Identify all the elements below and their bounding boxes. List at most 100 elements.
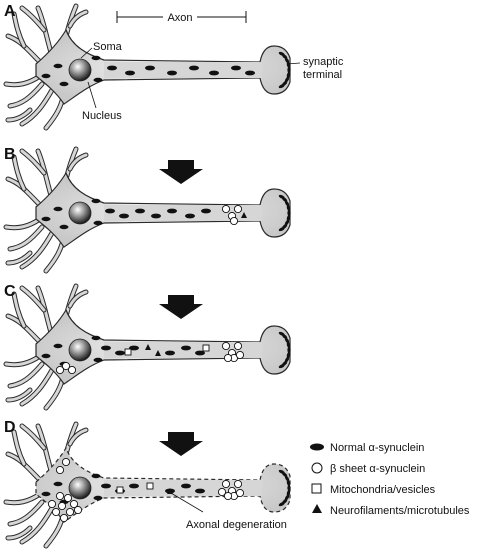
dendrite-core	[68, 428, 88, 446]
synaptic-label-line1: synaptic	[303, 56, 344, 68]
normal-synuclein-oval	[167, 208, 177, 214]
normal-synuclein-oval	[167, 70, 177, 76]
normal-synuclein-oval	[101, 345, 111, 351]
beta-sheet-circle	[235, 350, 245, 360]
beta-sheet-circle	[221, 204, 231, 214]
beta-sheet-circle	[55, 465, 65, 475]
beta-sheet-circle	[233, 479, 243, 489]
dendrite-core	[4, 354, 42, 367]
normal-synuclein-oval	[41, 353, 51, 359]
beta-sheet-circle	[235, 488, 245, 498]
soma-leader-line	[80, 47, 93, 59]
synaptic-vesicle	[286, 204, 291, 212]
normal-synuclein-oval	[181, 483, 191, 489]
dendrite-core	[6, 108, 32, 122]
axonal-degeneration-label: Axonal degeneration	[186, 519, 287, 531]
beta-sheet-circle	[73, 505, 83, 515]
normal-synuclein-oval	[91, 198, 101, 204]
beta-sheet-circle	[67, 365, 77, 375]
normal-synuclein-oval	[93, 357, 103, 363]
normal-synuclein-oval	[93, 77, 103, 83]
synaptic-vesicle	[284, 337, 290, 344]
nucleus	[68, 201, 92, 225]
neurofilament-triangle	[241, 212, 247, 218]
normal-synuclein-oval	[231, 65, 241, 71]
dendrite-core	[20, 149, 46, 175]
normal-synuclein-oval	[105, 208, 115, 214]
normal-synuclein-oval	[91, 55, 101, 61]
neuron-panel-a	[3, 3, 291, 131]
synaptic-vesicle	[286, 479, 291, 487]
dendrite-core	[20, 88, 54, 126]
beta-sheet-circle	[65, 507, 75, 517]
dendrite-core	[8, 362, 44, 388]
nucleus-leader-line	[87, 81, 97, 109]
synaptic-vesicle	[287, 484, 291, 492]
beta-sheet-circle	[63, 493, 73, 503]
neurofilament-triangle	[155, 350, 161, 356]
synaptic-vesicle	[287, 66, 291, 74]
normal-synuclein-oval	[59, 81, 69, 87]
synaptic-vesicle	[286, 351, 291, 359]
normal-synuclein-oval	[53, 63, 63, 69]
nucleus-label: Nucleus	[82, 110, 122, 122]
dendrite-core	[68, 10, 88, 28]
normal-synuclein-oval	[91, 473, 101, 479]
normal-synuclein-oval	[115, 350, 125, 356]
dendrite-core	[68, 153, 88, 171]
dendrite-core	[12, 155, 26, 191]
normal-synuclein-oval	[201, 208, 211, 214]
normal-synuclein-oval	[151, 213, 161, 219]
dendrite-core	[8, 225, 44, 251]
dendrite-core	[4, 217, 42, 230]
neuron-panel-c	[3, 283, 291, 411]
normal-synuclein-oval	[209, 70, 219, 76]
neurofilament-triangle	[167, 488, 173, 494]
dendrite-core	[4, 492, 42, 505]
beta-sheet-circle	[61, 361, 71, 371]
nucleus	[68, 476, 92, 500]
synaptic-vesicle	[284, 57, 290, 64]
synaptic-vesicle	[278, 84, 285, 89]
down-arrow-icon	[159, 432, 203, 456]
panel-letter-d: D	[4, 419, 16, 436]
down-arrow-icon	[159, 295, 203, 319]
beta-sheet-circle	[221, 479, 231, 489]
nucleus	[68, 338, 92, 362]
dendrite-core	[8, 82, 44, 108]
dendrite-core	[8, 500, 44, 526]
beta-sheet-circle	[47, 499, 57, 509]
synaptic-vesicle	[287, 346, 291, 354]
synaptic-label-line2: terminal	[303, 69, 342, 81]
beta-sheet-circle	[51, 507, 61, 517]
beta-sheet-circle	[217, 487, 227, 497]
legend-label-mito: Mitochondria/vesicles	[330, 484, 436, 496]
normal-synuclein-oval	[91, 335, 101, 341]
beta-sheet-circle	[61, 457, 71, 467]
degeneration-leader-line	[170, 492, 204, 513]
synaptic-vesicle	[286, 71, 291, 79]
dendrite-core	[12, 430, 26, 466]
beta-sheet-circle	[59, 513, 69, 523]
normal-synuclein-oval	[53, 481, 63, 487]
beta-sheet-circle	[69, 499, 79, 509]
legend-label-beta: β sheet α-synuclein	[330, 463, 425, 475]
open-square-icon	[311, 483, 322, 494]
synaptic-vesicle	[284, 200, 290, 207]
dendrite-core	[6, 388, 32, 402]
normal-synuclein-oval	[129, 345, 139, 351]
legend-label-normal: Normal α-synuclein	[330, 442, 424, 454]
beta-sheet-circle	[223, 353, 233, 363]
dendrite-core	[20, 506, 54, 544]
beta-sheet-circle	[55, 491, 65, 501]
dendrite-core	[6, 251, 32, 265]
synaptic-vesicle	[278, 502, 285, 507]
axon-bracket	[116, 10, 247, 24]
normal-synuclein-oval	[53, 206, 63, 212]
normal-synuclein-oval	[189, 65, 199, 71]
normal-synuclein-oval	[245, 70, 255, 76]
beta-sheet-circle	[55, 365, 65, 375]
terminal-leader-line	[286, 62, 301, 65]
beta-sheet-circle	[233, 341, 243, 351]
